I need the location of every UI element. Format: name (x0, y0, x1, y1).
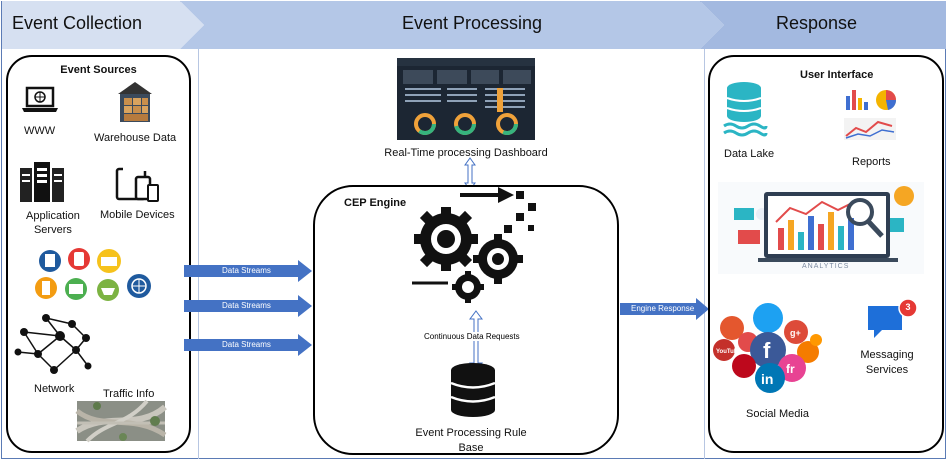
traffic-info-label: Traffic Info (103, 388, 155, 400)
mobile-devices-label: Mobile Devices (100, 209, 175, 221)
continuous-requests-label: Continuous Data Requests (424, 332, 520, 341)
stage-label-processing: Event Processing (402, 13, 543, 33)
reports-label: Reports (852, 156, 891, 168)
data-stream-arrow-3 (184, 334, 312, 356)
svg-text:f: f (763, 338, 771, 363)
data-stream-label-2: Data Streams (222, 301, 271, 310)
data-stream-label-3: Data Streams (222, 340, 271, 349)
network-icon (14, 314, 92, 374)
svg-text:YouTube: YouTube (716, 349, 741, 355)
event-sources-panel (6, 55, 191, 453)
dashboard-label: Real-Time processing Dashboard (384, 147, 548, 159)
analytics-caption: ANALYTICS (802, 263, 850, 270)
svg-text:in: in (761, 371, 773, 387)
svg-text:g+: g+ (790, 328, 801, 338)
stage-chevron-response (700, 1, 946, 49)
social-media-cloud: f in fr g+ YouTube (713, 303, 822, 393)
social-media-label: Social Media (746, 408, 809, 420)
stage-header-bar (2, 1, 946, 49)
data-stream-arrows (184, 260, 312, 356)
network-label: Network (34, 383, 75, 395)
analytics-illustration (718, 182, 924, 274)
stage-label-collection: Event Collection (12, 13, 143, 33)
engine-response-label: Engine Response (631, 304, 695, 313)
messaging-icon (868, 298, 918, 338)
warehouse-label: Warehouse Data (94, 132, 177, 144)
stage-label-response: Response (776, 13, 858, 33)
dashboard-thumbnail (397, 58, 535, 140)
data-stream-arrow-2 (184, 295, 312, 317)
traffic-highway-image (75, 399, 167, 443)
rule-base-label: Event Processing Rule Base (415, 427, 527, 454)
data-lake-icon (723, 82, 768, 137)
servers-icon (20, 162, 64, 202)
messaging-badge-count: 3 (905, 302, 911, 312)
database-icon (450, 363, 496, 417)
stage-chevron-processing (180, 1, 724, 49)
stage-chevron-collection (2, 1, 204, 49)
svg-text:fr: fr (786, 362, 795, 376)
data-stream-label-1: Data Streams (222, 266, 271, 275)
data-stream-arrow-1 (184, 260, 312, 282)
column-divider-right (704, 49, 705, 459)
user-interface-title: User Interface (800, 69, 874, 81)
column-divider-left (198, 49, 199, 459)
event-sources-title: Event Sources (60, 64, 137, 76)
cep-engine-title: CEP Engine (344, 197, 407, 209)
mobile-devices-icon (115, 165, 159, 202)
app-servers-label: Application Servers (26, 210, 80, 236)
engine-response-arrow (620, 298, 709, 320)
reports-icon (844, 90, 897, 140)
app-icons-cluster (35, 248, 151, 301)
www-label: WWW (24, 125, 56, 137)
warehouse-icon (118, 82, 152, 122)
data-lake-label: Data Lake (724, 148, 775, 160)
messaging-label: Messaging Services (860, 349, 914, 376)
gears-icon (412, 187, 536, 303)
laptop-globe-icon (22, 86, 58, 112)
